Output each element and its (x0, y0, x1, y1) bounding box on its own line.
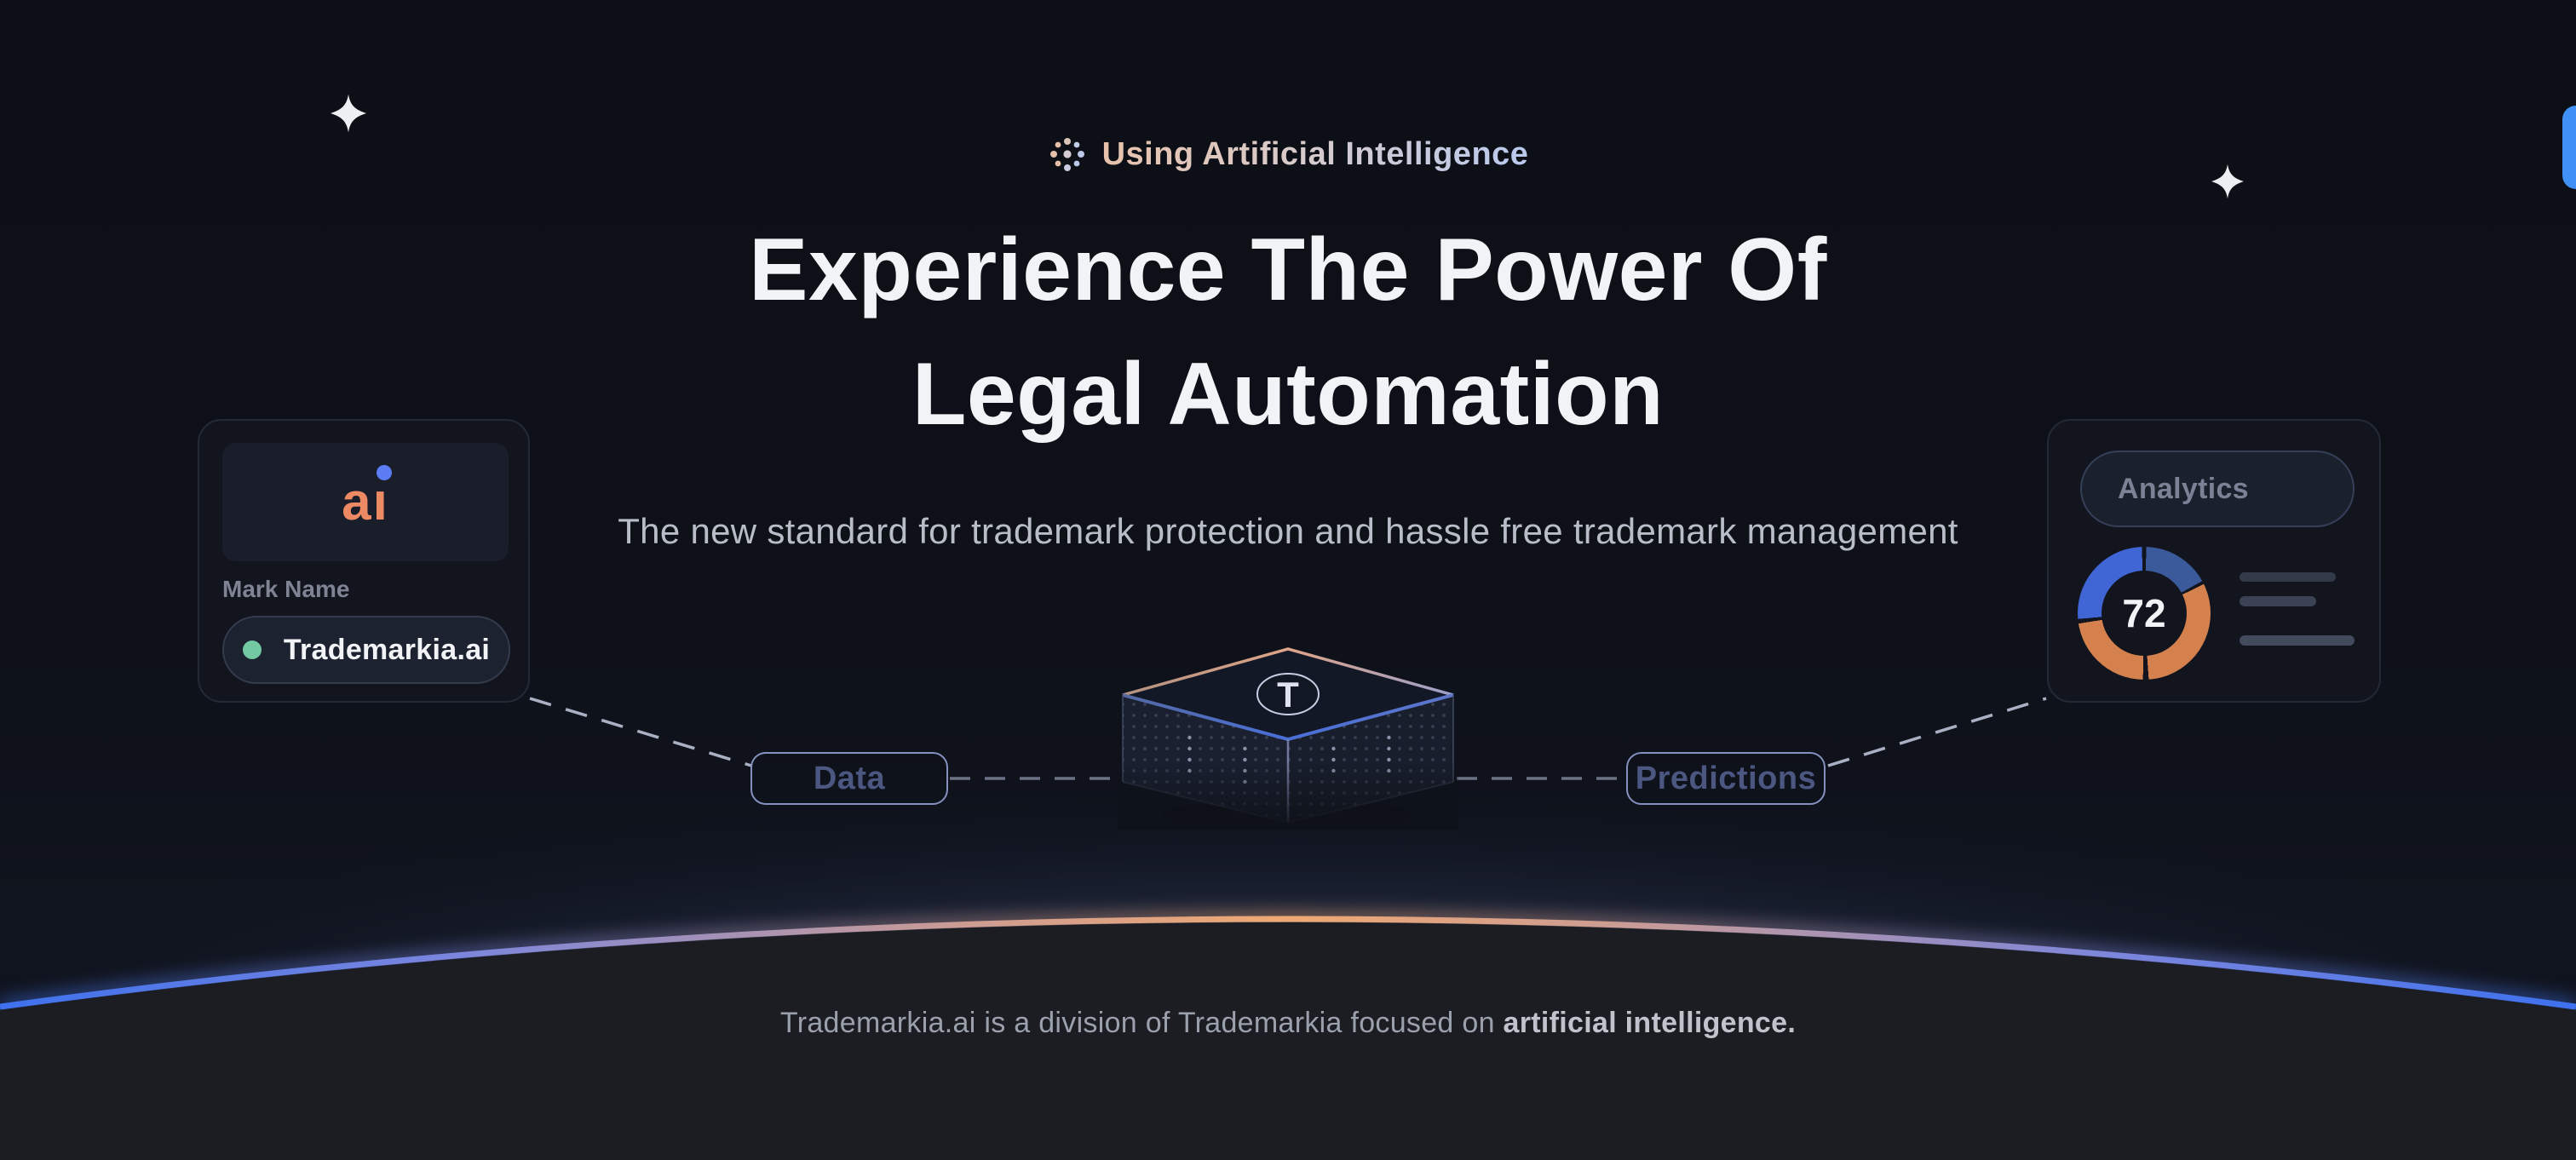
hero-subtitle: The new standard for trademark protectio… (618, 511, 1958, 551)
ai-logo-dot (376, 464, 392, 480)
feedback-edge-tab[interactable] (2562, 106, 2576, 189)
analytics-card: Analytics 72 (2047, 419, 2381, 703)
sparkle-icon (331, 94, 366, 133)
dot-cluster-icon (1049, 138, 1084, 171)
mark-name-value: Trademarkia.ai (283, 633, 491, 666)
badge-label: Using Artificial Intelligence (1101, 135, 1529, 172)
mark-name-pill: Trademarkia.ai (222, 616, 510, 684)
skeleton-bar (2240, 572, 2336, 582)
title-line-2: Legal Automation (911, 345, 1665, 444)
cube-top-edges (1122, 647, 1454, 697)
analytics-label: Analytics (2118, 472, 2249, 505)
predictions-node-label: Predictions (1635, 760, 1817, 796)
skeleton-bar (2240, 596, 2316, 606)
ai-logo-text: aı (342, 472, 389, 531)
footer-text-bold: artificial intelligence. (1503, 1007, 1797, 1039)
data-node: Data (750, 752, 948, 805)
page-title: Experience The Power Of Legal Automation (0, 208, 2576, 457)
mark-name-label: Mark Name (222, 576, 350, 602)
title-line-1: Experience The Power Of (749, 221, 1827, 319)
data-node-label: Data (813, 760, 886, 796)
svg-text:T: T (1277, 675, 1299, 715)
skeleton-bar (2240, 635, 2355, 646)
predictions-node: Predictions (1626, 752, 1826, 805)
analytics-header-pill: Analytics (2080, 451, 2355, 527)
sparkle-icon (2211, 164, 2244, 199)
footer-text-regular: Trademarkia.ai is a division of Trademar… (779, 1007, 1504, 1039)
mark-name-card: aı Mark Name Trademarkia.ai (198, 419, 530, 703)
horizon-ground (0, 922, 2576, 1160)
ai-logo: aı (342, 464, 392, 531)
ai-cube-graphic: T (1118, 647, 1458, 830)
horizon-curve (0, 916, 2576, 1010)
connector-right-diagonal (1827, 697, 2047, 767)
donut-score: 72 (2122, 591, 2166, 635)
atmosphere-glow (0, 788, 2576, 1160)
donut-chart: 72 (2078, 547, 2211, 680)
status-dot-icon (242, 640, 262, 659)
trademarkia-t-icon: T (1256, 673, 1320, 715)
badge: Using Artificial Intelligence (0, 135, 2576, 174)
footer-text: Trademarkia.ai is a division of Trademar… (0, 1007, 2576, 1040)
ai-logo-panel: aı (222, 443, 509, 561)
connector-left-diagonal (529, 697, 752, 767)
